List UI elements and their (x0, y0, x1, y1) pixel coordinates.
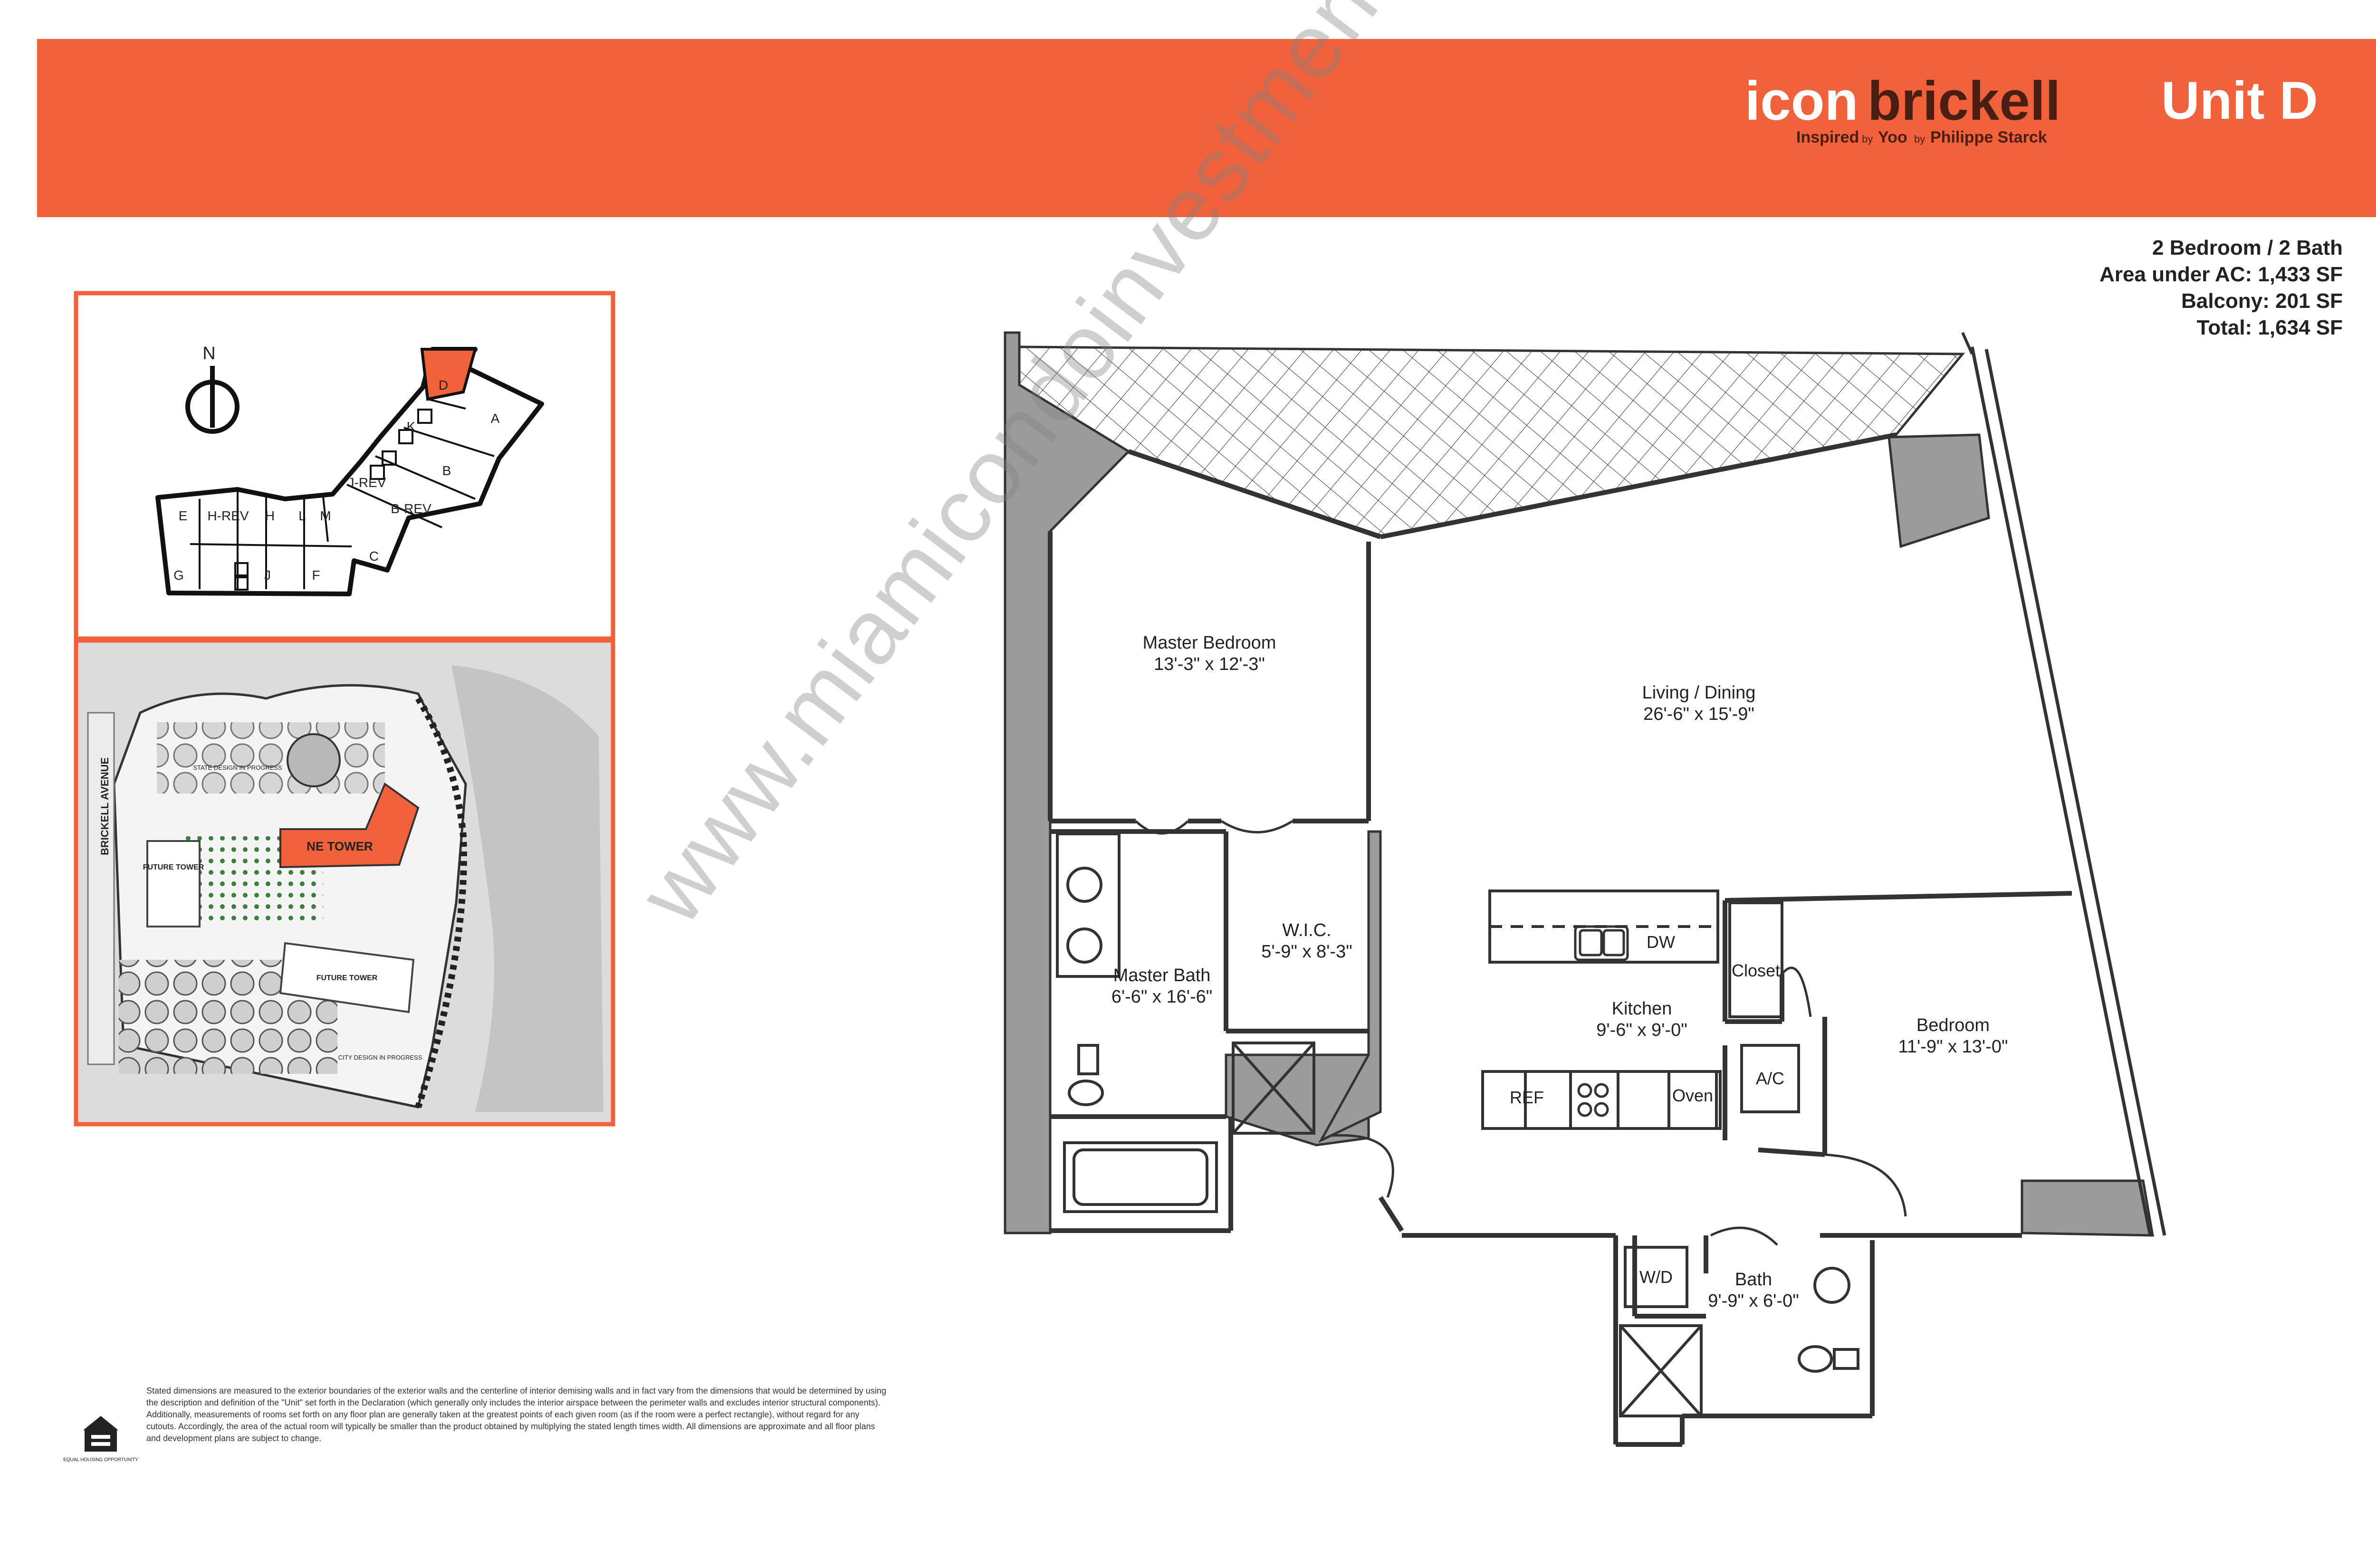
cooktop-icon (1577, 1083, 1609, 1117)
bath-shower (1619, 1324, 1703, 1417)
key-unit-l: L (298, 508, 306, 523)
key-unit-e: E (179, 508, 188, 523)
unit-area-ac: Area under AC: 1,433 SF (2099, 263, 2343, 286)
master-shower (1232, 1042, 1315, 1135)
closet-label: Closet (1732, 961, 1780, 980)
key-unit-h-rev: H-REV (207, 508, 249, 523)
se-column (2021, 1179, 2154, 1237)
disclaimer-text: Stated dimensions are measured to the ex… (146, 1386, 886, 1443)
dw-label: DW (1647, 932, 1675, 952)
master-bath-dims: 6'-6" x 16'-6" (1111, 987, 1213, 1007)
floor-plan: Master Bedroom 13'-3" x 12'-3" Living / … (1004, 331, 2166, 1447)
closet-door (1781, 966, 1812, 1017)
svg-text:FUTURE TOWER: FUTURE TOWER (316, 974, 378, 982)
wd-closet (1624, 1246, 1688, 1308)
master-toilet-icon (1068, 1080, 1104, 1106)
site-street-label: BRICKELL AVENUE (99, 757, 111, 855)
key-unit-d: D (439, 378, 448, 392)
master-bath-name: Master Bath (1113, 966, 1211, 985)
site-state-progress: STATE DESIGN IN PROGRESS (193, 764, 282, 771)
svg-text:EQUAL HOUSING OPPORTUNITY: EQUAL HOUSING OPPORTUNITY (63, 1457, 138, 1463)
fixture-labels: Closet A/C DW REF Oven W/D (1510, 932, 1784, 1287)
master-tub (1063, 1141, 1218, 1213)
bath-door (1710, 1226, 1778, 1246)
brand-logo-brickell: brickell (1868, 70, 2060, 132)
site-north-trees (157, 722, 385, 794)
living-dining-dims: 26'-6" x 15'-9" (1643, 704, 1754, 724)
master-bedroom-door (1135, 820, 1189, 835)
bath-dims: 9'-9" x 6'-0" (1708, 1291, 1799, 1311)
svg-text:Yoo: Yoo (1878, 128, 1907, 146)
unit-balcony: Balcony: 201 SF (2181, 289, 2343, 313)
living-dining-name: Living / Dining (1642, 683, 1756, 703)
unit-bed-bath: 2 Bedroom / 2 Bath (2152, 236, 2343, 259)
svg-text:by: by (1862, 133, 1873, 145)
site-future-tower-1 (146, 840, 201, 927)
key-unit-c: C (369, 549, 379, 564)
wic-door (1220, 820, 1293, 833)
master-sink-2-icon (1066, 927, 1102, 964)
bath-name: Bath (1735, 1270, 1772, 1290)
key-unit-b-rev: B-REV (391, 501, 431, 516)
equal-housing-logo-icon: EQUAL HOUSING OPPORTUNITY (63, 1416, 138, 1463)
key-unit-a: A (491, 411, 500, 426)
key-plan: N D K A B (74, 291, 615, 641)
balcony (1016, 345, 1965, 538)
master-sink-1-icon (1066, 867, 1102, 903)
bedroom-door (1824, 1153, 1907, 1217)
key-plan-unit-labels: D K A B J-REV B-REV E H-REV H L M C G J … (173, 378, 500, 583)
svg-text:Philippe Starck: Philippe Starck (1930, 128, 2047, 146)
key-unit-k: K (407, 419, 416, 434)
wic-dims: 5'-9" x 8'-3" (1261, 942, 1352, 962)
site-water (451, 665, 604, 1112)
site-plan: BRICKELL AVENUE FUTURE TOWER FUTURE TOWE… (74, 638, 615, 1127)
north-label: N (202, 344, 215, 363)
site-city-progress: CITY DESIGN IN PROGRESS (338, 1054, 422, 1061)
key-unit-b: B (442, 463, 451, 478)
site-ne-tower (279, 782, 420, 869)
brand-logo-icon: icon (1745, 70, 1858, 132)
west-wall-column (1004, 331, 1131, 1234)
wd-label: W/D (1639, 1267, 1673, 1287)
site-ne-tower-label: NE TOWER (307, 839, 373, 853)
key-unit-m: M (320, 508, 331, 523)
bath-sink-icon (1813, 1267, 1850, 1304)
key-plan-unit-d-highlight (420, 348, 477, 401)
site-future-tower-2 (279, 942, 415, 1013)
site-fountain (287, 733, 341, 787)
bedroom-name: Bedroom (1916, 1015, 1990, 1035)
brand-tagline: Inspired by Yoo by Philippe Starck (1796, 128, 2047, 146)
room-labels: Master Bedroom 13'-3" x 12'-3" Living / … (1111, 633, 2008, 1311)
ref-label: REF (1510, 1088, 1544, 1107)
east-column (1887, 433, 1990, 548)
kitchen-sink-icon (1574, 925, 1629, 961)
mid-column (1318, 830, 1382, 1143)
unit-info: 2 Bedroom / 2 Bath Area under AC: 1,433 … (2099, 236, 2343, 339)
svg-text:by: by (1914, 133, 1925, 145)
key-unit-j: J (264, 568, 271, 583)
key-unit-f: F (312, 568, 320, 583)
living-door (1330, 1134, 1394, 1198)
oven-label: Oven (1672, 1086, 1713, 1105)
north-arrow-icon (185, 366, 240, 434)
unit-title: Unit D (2161, 71, 2318, 130)
master-bedroom-dims: 13'-3" x 12'-3" (1154, 654, 1265, 674)
kitchen-name: Kitchen (1612, 999, 1672, 1019)
site-street (87, 712, 115, 1065)
ac-label: A/C (1756, 1069, 1784, 1088)
bedroom-dims: 11'-9" x 13'-0" (1898, 1037, 2008, 1057)
wic-name: W.I.C. (1282, 920, 1331, 940)
master-bedroom-name: Master Bedroom (1143, 633, 1276, 653)
bath-toilet-icon (1798, 1345, 1833, 1373)
svg-text:Inspired: Inspired (1796, 128, 1859, 146)
unit-total: Total: 1,634 SF (2197, 316, 2343, 339)
master-bath-vanity (1056, 832, 1121, 978)
svg-text:FUTURE TOWER: FUTURE TOWER (143, 863, 204, 871)
kitchen-dims: 9'-6" x 9'-0" (1596, 1020, 1687, 1040)
key-unit-h: H (265, 508, 275, 523)
key-unit-j-rev: J-REV (348, 475, 386, 490)
header-bar (37, 39, 2376, 217)
key-unit-g: G (173, 568, 184, 583)
